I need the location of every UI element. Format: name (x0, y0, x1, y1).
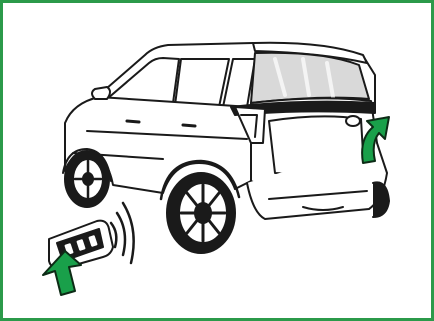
side-mirror (92, 87, 110, 99)
side-window-middle (175, 59, 229, 107)
door-handle-front (127, 121, 139, 122)
suv-rear-three-quarter-icon (63, 43, 389, 253)
front-wheel (65, 151, 109, 207)
wireless-signal-icon (111, 203, 134, 263)
side-window-front (107, 58, 179, 103)
rear-wheel (167, 173, 235, 253)
right-rear-wheel (373, 182, 389, 217)
door-handle-rear (183, 125, 195, 126)
illustration-canvas (3, 3, 431, 318)
brand-badge (346, 116, 360, 126)
